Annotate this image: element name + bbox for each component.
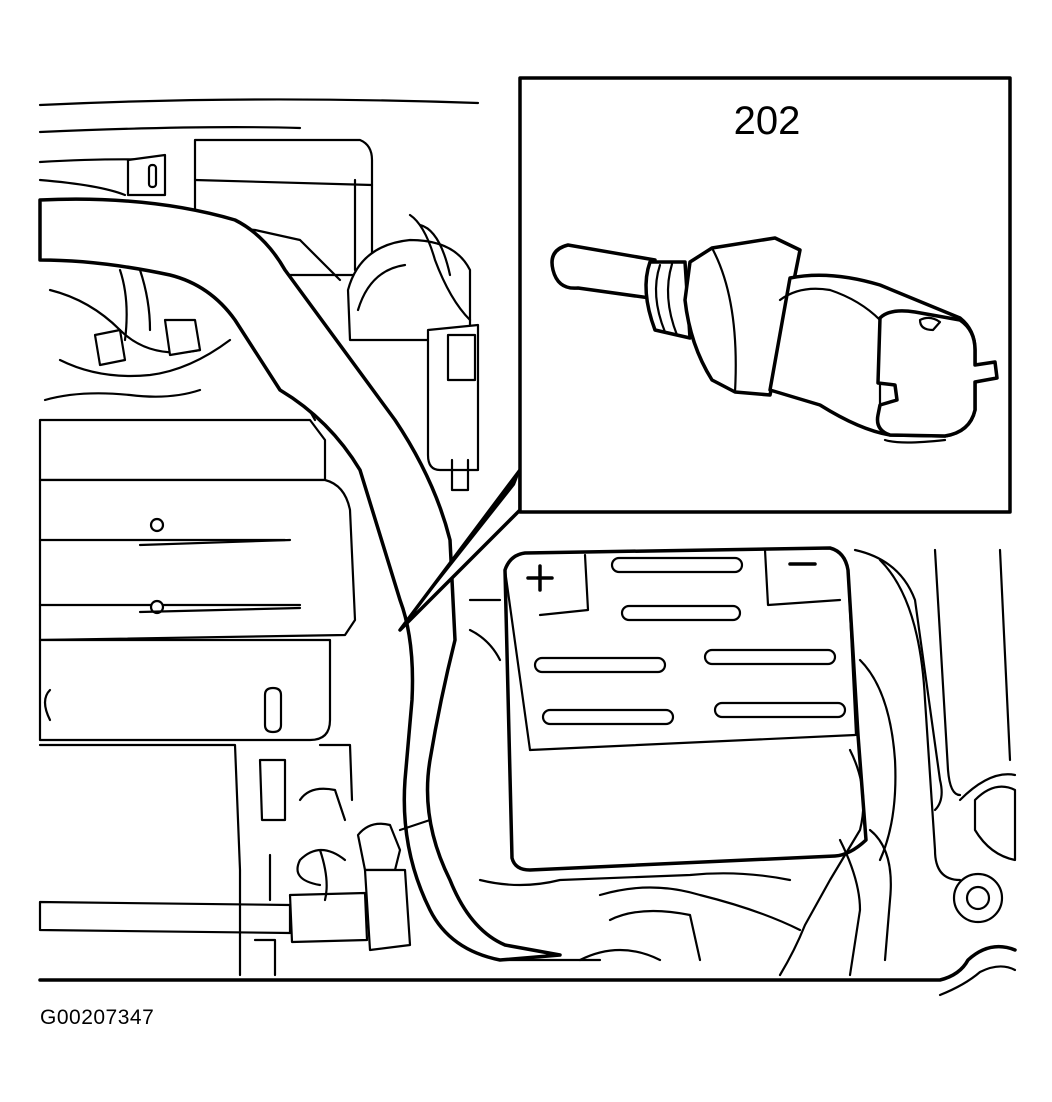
air-filter-housing bbox=[38, 418, 357, 742]
detail-inset: 202 bbox=[398, 76, 1012, 632]
callout-number-202: 202 bbox=[734, 99, 801, 143]
throttle-body bbox=[346, 213, 480, 492]
temperature-sensor bbox=[550, 236, 999, 444]
engine-bay-background bbox=[38, 98, 1017, 997]
lower-components bbox=[38, 598, 802, 977]
battery bbox=[503, 546, 868, 872]
right-body-structure bbox=[778, 548, 1017, 977]
figure-id-label: G00207347 bbox=[40, 1006, 155, 1029]
intake-hose bbox=[38, 197, 562, 962]
